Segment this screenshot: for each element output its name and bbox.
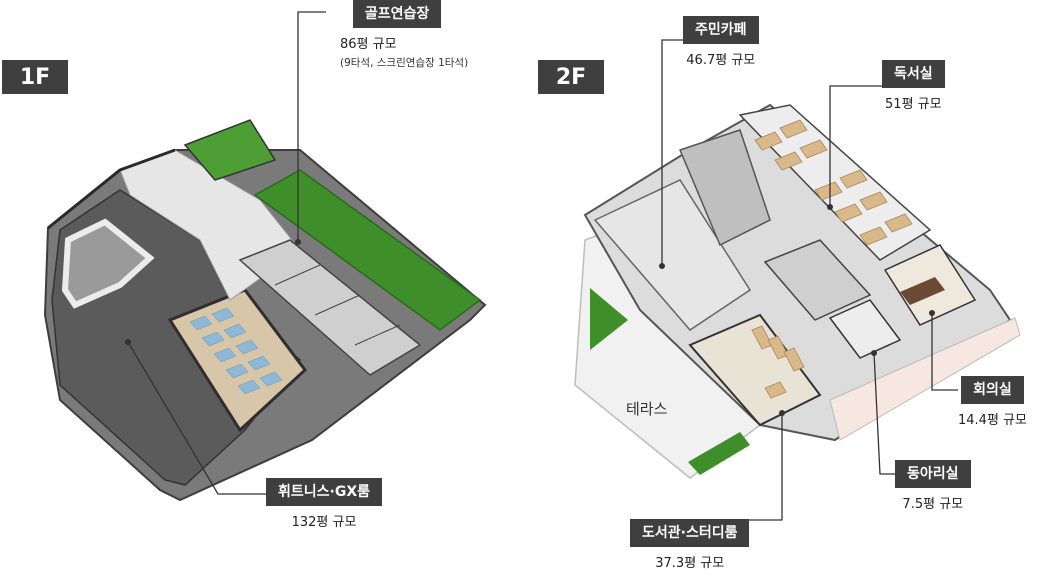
label-fitness-size: 132평 규모 — [291, 515, 357, 530]
label-terrace: 테라스 — [626, 400, 668, 418]
club-room-floor — [828, 299, 902, 359]
first-floor-plan — [43, 119, 487, 502]
right-terrace-strip — [829, 317, 1021, 441]
library-floor — [688, 313, 822, 427]
label-reading: 독서실 51평 규모 — [882, 60, 945, 112]
leader-dots — [125, 204, 935, 416]
label-cafe-size: 46.7평 규모 — [686, 53, 756, 68]
label-cafe: 주민카페 46.7평 규모 — [683, 16, 759, 68]
running-track — [61, 218, 155, 309]
leader-lines — [127, 11, 958, 521]
reading-leader — [829, 85, 882, 207]
label-meeting-size: 14.4평 규모 — [958, 413, 1027, 428]
screen-golf-room — [183, 119, 277, 181]
label-fitness-name: 휘트니스·GX룸 — [266, 478, 383, 506]
label-club: 동아리실 7.5평 규모 — [895, 460, 971, 512]
club-leader — [873, 352, 895, 475]
label-library-size: 37.3평 규모 — [655, 556, 725, 571]
label-club-name: 동아리실 — [895, 460, 971, 488]
label-club-size: 7.5평 규모 — [902, 497, 964, 512]
reading-desks — [754, 119, 913, 246]
library-leader — [740, 413, 783, 521]
label-library-name: 도서관·스터디룸 — [630, 519, 750, 547]
label-library: 도서관·스터디룸 37.3평 규모 — [630, 519, 750, 571]
label-golf-name: 골프연습장 — [352, 0, 442, 28]
meeting-leader — [931, 313, 958, 391]
label-cafe-name: 주민카페 — [683, 16, 759, 44]
terrace-lawn-left — [590, 288, 628, 350]
terrace-lawn-bottom — [688, 432, 750, 475]
second-floor-restrooms — [763, 239, 872, 321]
label-reading-size: 51평 규모 — [885, 97, 942, 112]
cafe-leader — [661, 39, 683, 266]
label-fitness: 휘트니스·GX룸 132평 규모 — [266, 478, 383, 530]
label-meeting-name: 회의실 — [961, 376, 1024, 404]
label-golf-size: 86평 규모 — [340, 37, 397, 52]
locker-rooms — [238, 239, 422, 376]
cafe-floor — [593, 179, 752, 331]
floor-badge-1f: 1F — [2, 60, 68, 94]
label-meeting: 회의실 14.4평 규모 — [958, 376, 1027, 428]
gx-mats — [189, 307, 283, 395]
library-shelves — [751, 325, 805, 399]
label-golf-note: (9타석, 스크린연습장 1타석) — [340, 57, 469, 69]
floor-badge-2f: 2F — [538, 60, 604, 94]
stair-core — [678, 129, 771, 247]
golf-range-turf — [253, 169, 482, 331]
golf-leader — [297, 11, 326, 242]
label-golf: 골프연습장 86평 규모 (9타석, 스크린연습장 1타석) — [326, 0, 468, 70]
label-reading-name: 독서실 — [882, 60, 945, 88]
meeting-table — [900, 277, 945, 305]
second-floor-plan — [574, 103, 1021, 479]
fitness-leader — [127, 341, 276, 495]
